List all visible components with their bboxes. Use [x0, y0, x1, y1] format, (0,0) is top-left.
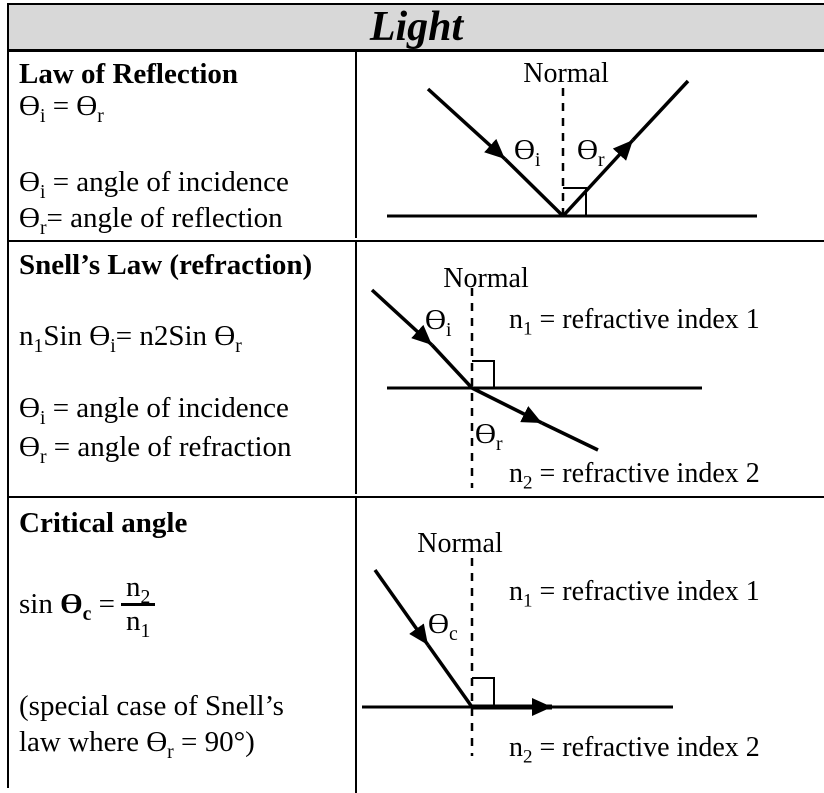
reflection-text-cell: Law of Reflection Ɵi = Ɵr Ɵi = angle of …: [9, 52, 357, 238]
section-critical-angle: Critical angle sin Ɵc = n2 n1 (special c…: [9, 498, 824, 793]
title-bar: Light: [9, 5, 824, 52]
right-angle-marker: [472, 360, 495, 388]
incident-ray-tail: [503, 157, 565, 218]
reflection-diagram: [387, 79, 757, 218]
snell-diagram-cell: Normal Ɵi n1 = refractive index 1 Ɵr n2 …: [357, 242, 824, 494]
reflected-ray: [561, 138, 635, 218]
reflection-diagram-cell: Normal Ɵi Ɵr: [357, 52, 824, 238]
incident-ray: [373, 568, 430, 647]
fraction-numerator: n2: [126, 571, 151, 608]
incident-ray-tail: [426, 643, 474, 709]
section-heading: Law of Reflection: [19, 58, 239, 90]
right-angle-marker: [563, 187, 587, 216]
definition-line: Ɵr = angle of refraction: [19, 431, 292, 468]
medium1-label: n1 = refractive index 1: [509, 304, 760, 340]
critical-formula-lhs: sin Ɵc =: [19, 588, 116, 626]
reflected-ray-tail: [631, 79, 690, 142]
incident-ray: [426, 87, 507, 161]
normal-label: Normal: [417, 528, 503, 559]
normal-label: Normal: [523, 58, 609, 89]
angle-reflection-label: Ɵr: [577, 134, 605, 171]
light-table: Light Law of Reflection Ɵi = Ɵr Ɵi = ang…: [7, 3, 824, 793]
definition-line: Ɵi = angle of incidence: [19, 166, 289, 203]
definition-line: Ɵi = angle of incidence: [19, 392, 289, 429]
section-reflection: Law of Reflection Ɵi = Ɵr Ɵi = angle of …: [9, 52, 824, 242]
refracted-ray-tail: [541, 421, 599, 452]
page-title: Light: [369, 4, 464, 50]
angle-incidence-label: Ɵi: [425, 304, 452, 341]
incident-ray-tail: [430, 343, 474, 390]
section-snells-law: Snell’s Law (refraction) n1Sin Ɵi= n2Sin…: [9, 242, 824, 498]
snell-text-cell: Snell’s Law (refraction) n1Sin Ɵi= n2Sin…: [9, 242, 357, 494]
note-line: law where Ɵr = 90°): [19, 726, 255, 763]
critical-formula: sin Ɵc = n2 n1: [19, 571, 156, 641]
snell-formula: n1Sin Ɵi= n2Sin Ɵr: [19, 320, 242, 357]
note-line: (special case of Snell’s: [19, 690, 284, 722]
medium2-label: n2 = refractive index 2: [509, 458, 760, 494]
fraction-denominator: n1: [121, 603, 156, 641]
medium2-label: n2 = refractive index 2: [509, 732, 760, 768]
critical-angle-diagram: [362, 558, 673, 756]
fraction: n2 n1: [121, 571, 156, 641]
right-angle-marker: [472, 677, 495, 707]
incident-ray: [370, 288, 434, 347]
normal-label: Normal: [443, 263, 529, 294]
medium1-label: n1 = refractive index 1: [509, 576, 760, 612]
angle-critical-label: Ɵc: [428, 608, 458, 645]
refracted-ray: [471, 386, 543, 425]
reflection-formula: Ɵi = Ɵr: [19, 90, 104, 127]
definition-line: Ɵr= angle of reflection: [19, 202, 283, 239]
critical-diagram-cell: Normal Ɵc n1 = refractive index 1 n2 = r…: [357, 498, 824, 793]
section-heading: Snell’s Law (refraction): [19, 249, 313, 281]
angle-refraction-label: Ɵr: [475, 418, 503, 455]
section-heading: Critical angle: [19, 507, 188, 539]
critical-text-cell: Critical angle sin Ɵc = n2 n1 (special c…: [9, 498, 357, 793]
angle-incidence-label: Ɵi: [514, 134, 541, 171]
refraction-diagram: [370, 288, 702, 488]
